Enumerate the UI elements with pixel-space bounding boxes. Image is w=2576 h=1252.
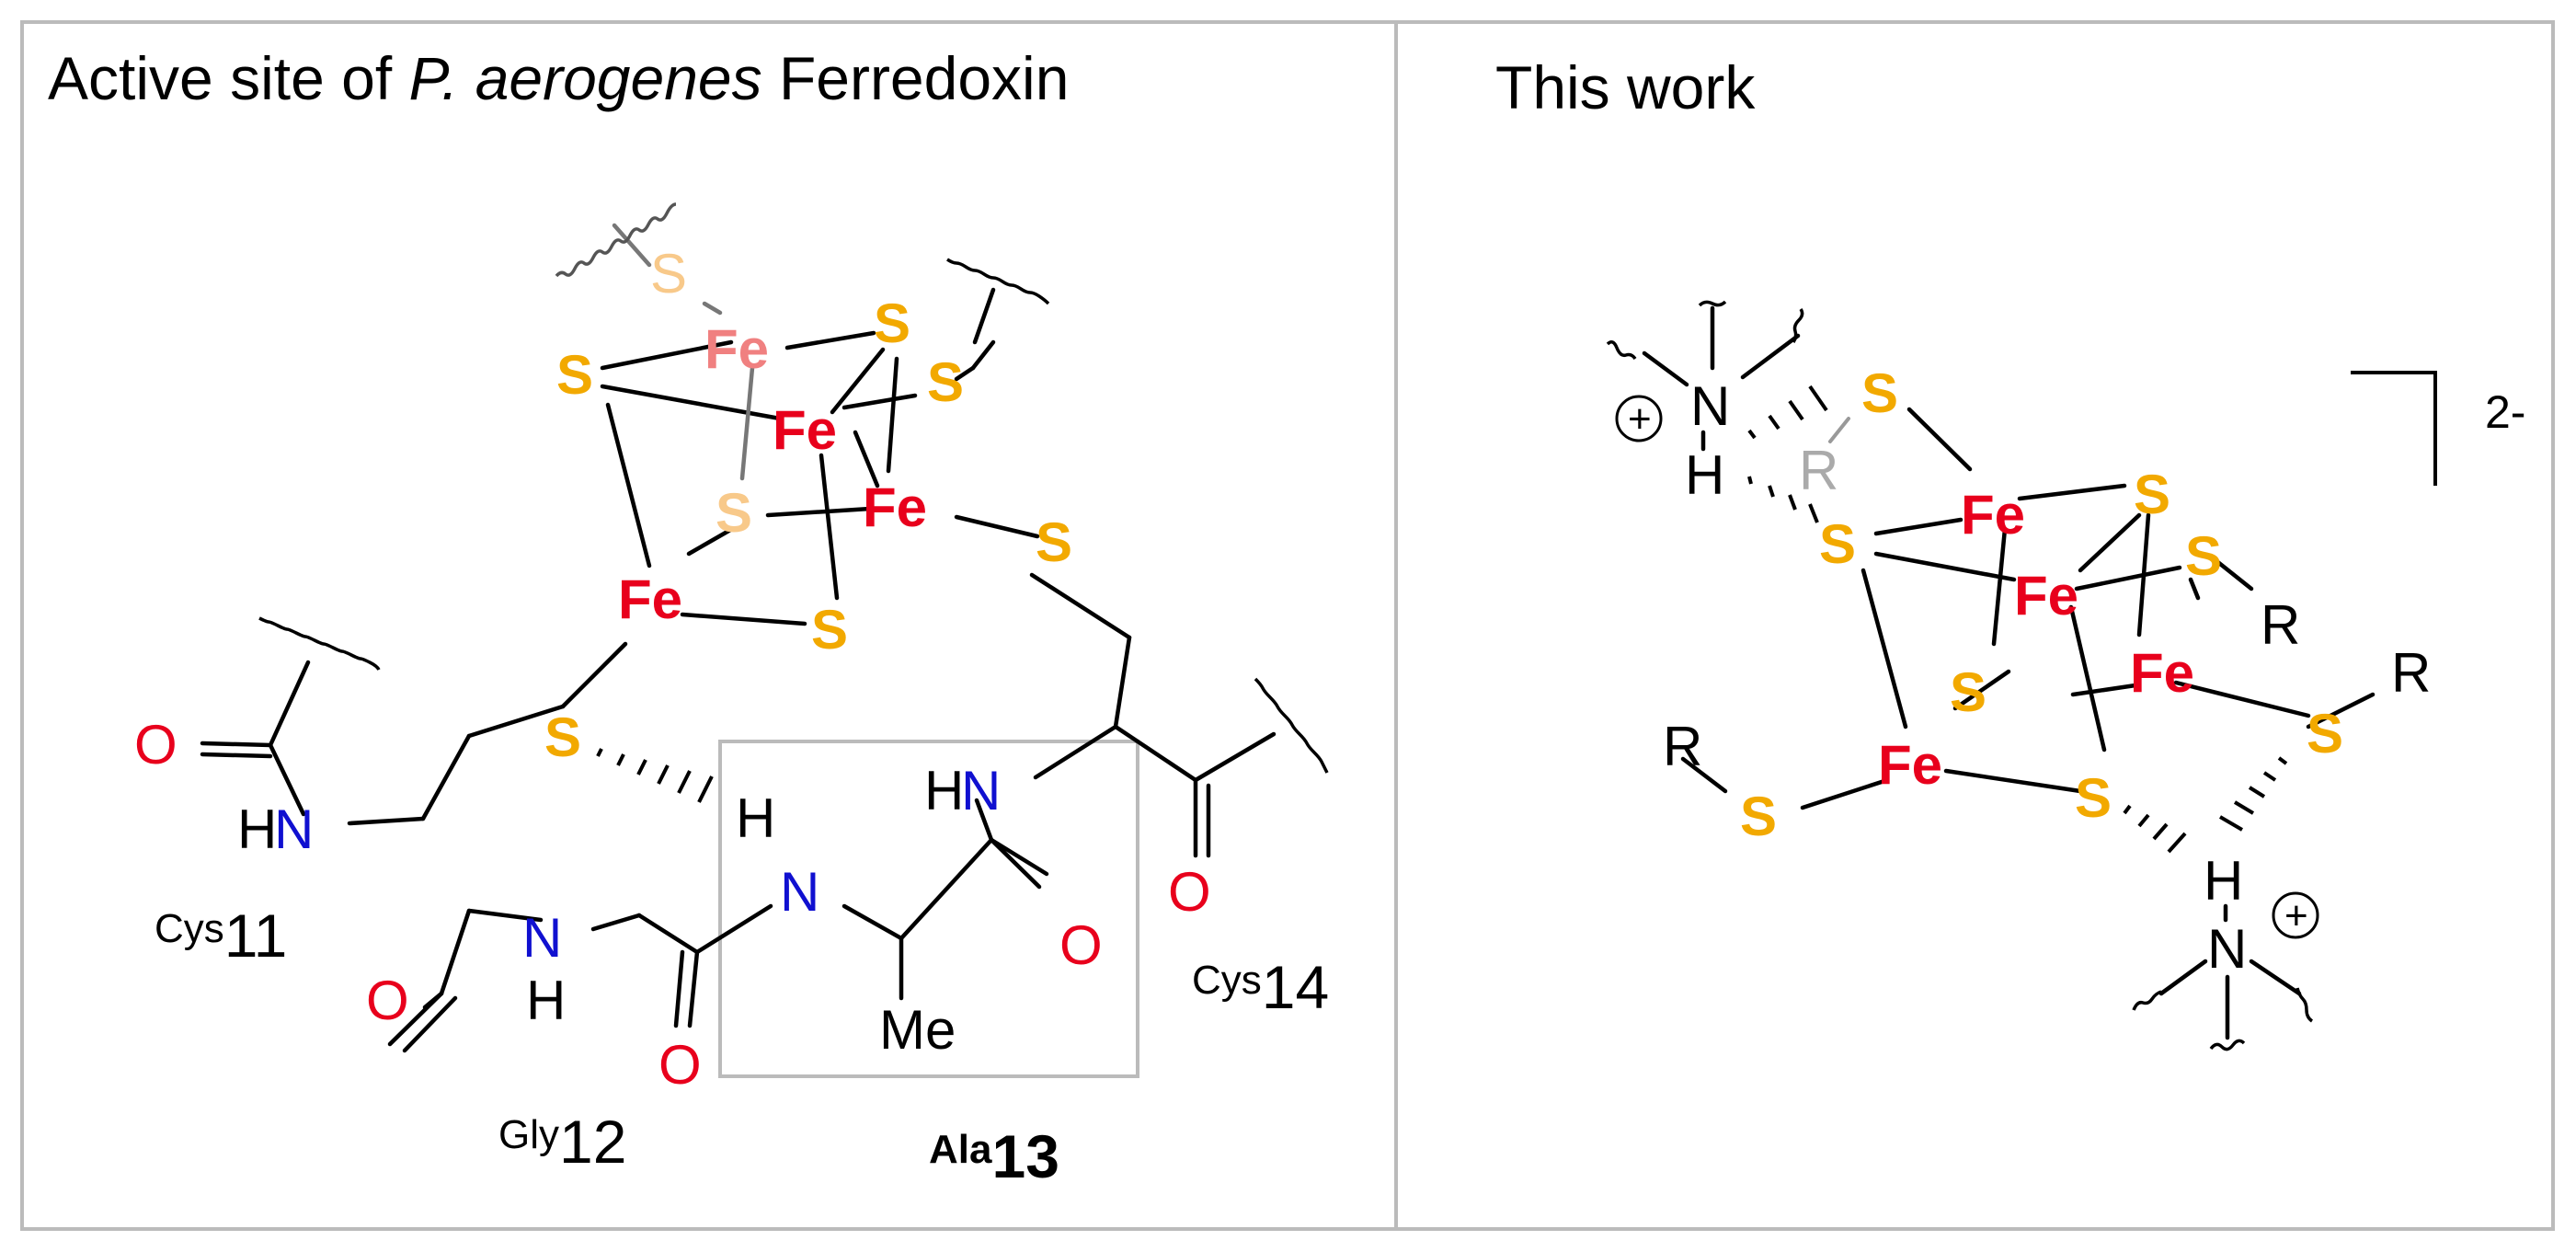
plus-sign-bottom: + [2284, 893, 2308, 938]
right-structure: 2- + N H R [1606, 300, 2525, 1051]
wavy-bond-cys11 [258, 616, 381, 671]
right-S-R-left: S [1740, 786, 1777, 847]
plus-sign-top: + [1628, 396, 1652, 442]
left-N-gly12: N [522, 907, 562, 969]
plus-circle-bottom [2272, 891, 2319, 939]
right-S-middle: S [1950, 661, 1986, 723]
wavy-top-n-left [1606, 340, 1637, 361]
left-Fe-middle: Fe [863, 477, 927, 538]
ala13-highlight-box [718, 740, 1139, 1078]
label-ala13-sup: Ala [929, 1127, 992, 1172]
left-S-cys14: S [1036, 511, 1072, 573]
right-S-R-right: S [2307, 703, 2343, 764]
right-R-left: R [1663, 716, 1702, 777]
right-panel-title: This work [1495, 53, 1756, 121]
right-cluster-bonds [1680, 407, 2376, 810]
left-H-bonded: H [736, 787, 775, 849]
label-cys11-sup: Cys [155, 906, 224, 951]
left-Fe-lower: Fe [618, 569, 682, 630]
left-panel-title: Active site of P. aerogenes Ferredoxin [48, 44, 1069, 112]
left-Me-ala13: Me [879, 999, 956, 1061]
left-title-post: Ferredoxin [762, 44, 1070, 112]
right-S-upper-left: S [1819, 513, 1856, 575]
left-cluster-bonds [600, 223, 1040, 626]
left-HN-cys14-H: H [924, 760, 964, 821]
wavy-bond-cys14 [1254, 677, 1329, 774]
label-gly12: Gly12 [498, 1108, 626, 1176]
right-S-top: S [1861, 362, 1898, 424]
left-structure: S Fe S S S Fe Fe S S Fe S S H H N N O Me… [134, 202, 1329, 1190]
wavy-top-n-up [1698, 300, 1727, 307]
label-ala13-num: 13 [991, 1122, 1059, 1190]
left-S-faded-middle: S [716, 482, 752, 544]
right-Fe-upper: Fe [2014, 565, 2078, 626]
left-Fe-upper: Fe [773, 399, 837, 461]
left-S-bridge-right: S [927, 351, 964, 413]
wavy-bond-top-left [555, 202, 677, 278]
wavy-bottom-n-right [2296, 987, 2314, 1023]
right-S-lower: S [2075, 767, 2112, 829]
left-H-gly12: H [526, 970, 566, 1031]
right-R-upper: R [2261, 594, 2300, 656]
label-gly12-sup: Gly [498, 1112, 559, 1157]
charge-bracket [2351, 371, 2437, 486]
hashed-hs-bottom [2123, 756, 2288, 854]
hashed-hs-top [1747, 385, 1828, 523]
right-N-bottom: N [2207, 918, 2247, 980]
right-S-top-right: S [2134, 464, 2170, 525]
right-Fe-lower: Fe [1878, 734, 1942, 796]
wavy-top-n-right [1792, 308, 1804, 343]
left-HN-cys11-H: H [237, 798, 277, 860]
left-O-ala13: O [1059, 914, 1103, 976]
charge-label: 2- [2485, 386, 2525, 438]
hashed-sh-bond-left [596, 748, 714, 803]
right-N-top: N [1690, 375, 1730, 437]
left-O-cys11-bottom: O [366, 970, 409, 1031]
label-cys14-sup: Cys [1192, 958, 1262, 1003]
left-S-cys11: S [544, 706, 581, 768]
left-title-pre: Active site of [48, 44, 409, 112]
label-cys14: Cys14 [1192, 953, 1329, 1021]
right-H-top: H [1685, 444, 1724, 506]
outer-frame [20, 20, 2555, 1231]
right-R-faded: R [1799, 440, 1838, 501]
left-N-ala13: N [780, 861, 819, 923]
left-O-gly12: O [658, 1034, 702, 1096]
left-O-cys14: O [1168, 861, 1211, 923]
left-O-cys11-top: O [134, 714, 177, 775]
left-S-upper-left: S [556, 344, 593, 406]
right-R-right: R [2391, 642, 2431, 704]
label-gly12-num: 12 [559, 1108, 626, 1176]
left-HN-cys14-N: N [961, 760, 1001, 821]
left-title-species: P. aerogenes [409, 44, 762, 112]
right-Fe-middle: Fe [2130, 642, 2194, 704]
label-cys11-num: 11 [224, 902, 288, 970]
wavy-bottom-n-left [2132, 990, 2162, 1011]
label-ala13: Ala13 [929, 1122, 1059, 1190]
right-H-bottom: H [2204, 850, 2243, 912]
label-cys11: Cys11 [155, 902, 287, 970]
left-S-faded-top: S [650, 243, 687, 304]
right-Fe-top: Fe [1961, 484, 2025, 546]
left-S-top-right: S [874, 293, 910, 354]
wavy-bond-top-right [946, 258, 1050, 305]
label-cys14-num: 14 [1262, 953, 1329, 1021]
left-Fe-faded: Fe [704, 318, 769, 380]
left-S-lower: S [811, 599, 848, 660]
left-HN-cys11-N: N [274, 798, 314, 860]
wavy-bottom-n-down [2209, 1039, 2246, 1051]
right-S-R-upper: S [2185, 525, 2222, 587]
plus-circle-top [1615, 395, 1663, 442]
